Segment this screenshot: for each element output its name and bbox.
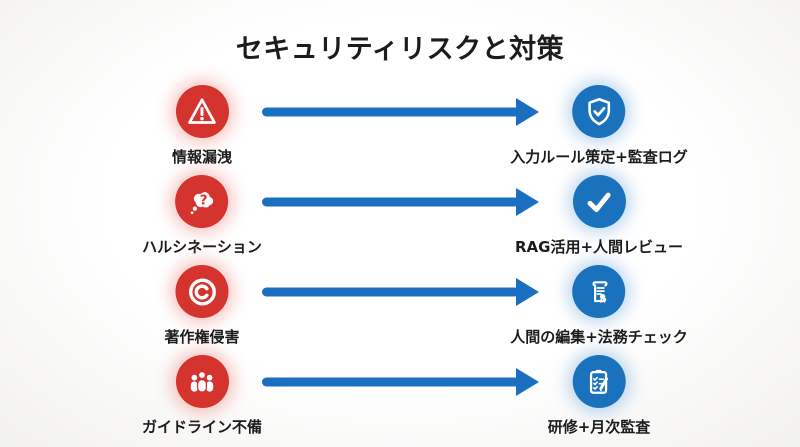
- risk-label: 著作権侵害: [164, 328, 240, 346]
- arrow-head: [516, 188, 539, 216]
- measure-item: 入力ルール策定+監査ログ: [510, 85, 688, 166]
- risk-item: 著作権侵害: [164, 265, 240, 346]
- measure-label: 研修+月次監査: [547, 418, 651, 436]
- arrow-right-icon: [262, 278, 539, 306]
- people-group-icon: [190, 370, 214, 393]
- measure-item: 研修+月次監査: [547, 355, 651, 436]
- risk-item: ガイドライン不備: [142, 355, 262, 436]
- arrow-right-icon: [262, 368, 539, 396]
- measure-badge: [572, 85, 626, 138]
- warning-triangle-icon: [188, 97, 216, 124]
- risk-badge: [175, 355, 229, 408]
- risk-label: 情報漏洩: [171, 148, 233, 166]
- arrow-shaft: [262, 107, 519, 117]
- checkmark-icon: [587, 192, 611, 212]
- measure-label: RAG活用+人間レビュー: [514, 238, 684, 256]
- risk-item: 情報漏洩: [172, 85, 232, 166]
- arrow-right-icon: [262, 188, 539, 216]
- thought-bubble-question-icon: ?: [190, 191, 214, 214]
- risk-badge: [175, 265, 229, 318]
- risk-badge: ?: [175, 175, 229, 228]
- shield-check-icon: [588, 97, 610, 125]
- arrow-head: [516, 368, 539, 396]
- measure-badge: [572, 355, 626, 408]
- measure-label: 入力ルール策定+監査ログ: [510, 148, 688, 166]
- page-title: セキュリティリスクと対策: [235, 34, 565, 65]
- arrow-shaft: [262, 197, 519, 207]
- measure-badge: [572, 265, 626, 318]
- risk-badge: [175, 85, 229, 138]
- measure-item: RAG活用+人間レビュー: [515, 175, 683, 256]
- measure-label: 人間の編集+法務チェック: [510, 328, 688, 346]
- copyright-icon: [188, 278, 216, 305]
- certificate-scroll-icon: [592, 280, 608, 303]
- arrow-right-icon: [262, 98, 539, 126]
- arrow-shaft: [262, 287, 519, 297]
- svg-text:?: ?: [200, 193, 208, 208]
- risk-label: ハルシネーション: [142, 238, 262, 256]
- arrow-head: [516, 98, 539, 126]
- risk-label: ガイドライン不備: [141, 418, 263, 436]
- risk-item: ? ハルシネーション: [142, 175, 262, 256]
- arrow-head: [516, 278, 539, 306]
- clipboard-checklist-icon: [590, 369, 609, 394]
- measure-badge: [572, 175, 626, 228]
- arrow-shaft: [262, 377, 519, 387]
- measure-item: 人間の編集+法務チェック: [510, 265, 688, 346]
